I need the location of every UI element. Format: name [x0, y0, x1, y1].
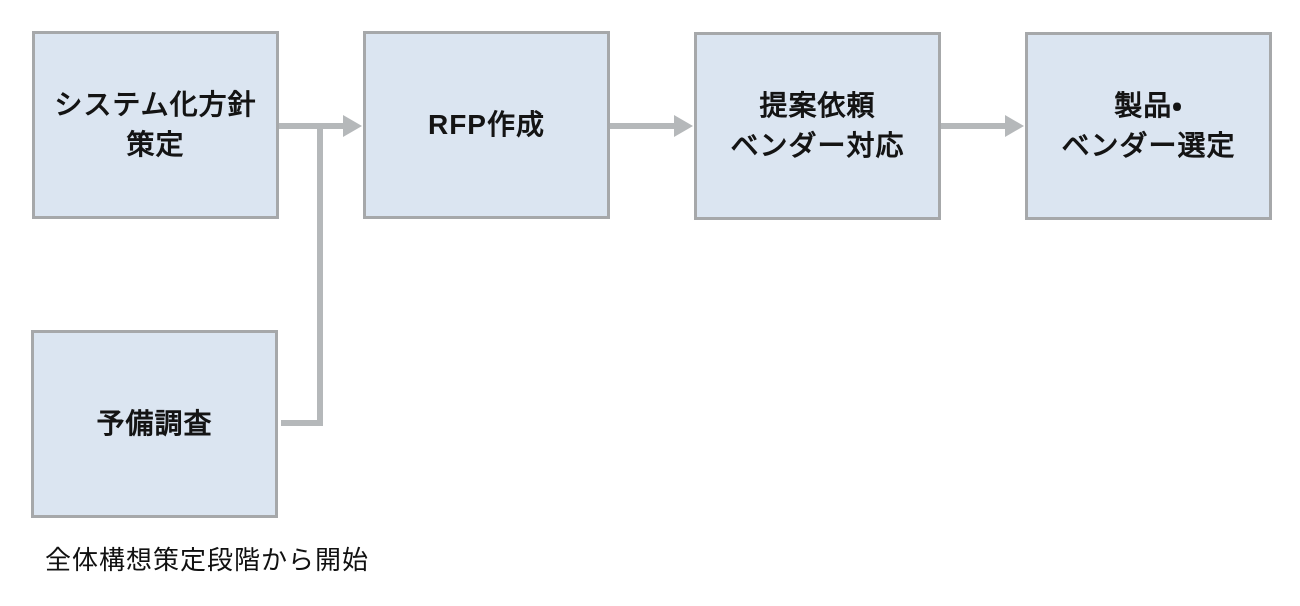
box-label-line: システム化方針 — [54, 89, 257, 120]
box-label-line: ベンダー対応 — [730, 130, 905, 161]
diagram-caption: 全体構想策定段階から開始 — [45, 545, 370, 575]
box-label-line: 提案依頼 — [759, 90, 876, 121]
box-label-line: ベンダー選定 — [1061, 130, 1236, 161]
flow-box-product-vendor: 製品・ ベンダー選定 — [1025, 32, 1272, 220]
box-label-line: RFP作成 — [427, 109, 545, 140]
connector-preliminary-to-rfp — [281, 126, 323, 426]
flow-box-proposal-vendor: 提案依頼 ベンダー対応 — [694, 32, 941, 220]
flow-box-system-policy: システム化方針 策定 — [32, 31, 279, 219]
box-label-line: 予備調査 — [96, 408, 213, 439]
box-label-line: 製品・ — [1114, 90, 1183, 121]
flow-box-rfp-creation: RFP作成 — [363, 31, 610, 219]
arrowhead-proposal — [674, 115, 693, 137]
flow-box-preliminary-survey: 予備調査 — [31, 330, 278, 518]
box-label-line: 策定 — [126, 129, 185, 160]
arrowhead-product — [1005, 115, 1024, 137]
arrowhead-rfp — [343, 115, 362, 137]
